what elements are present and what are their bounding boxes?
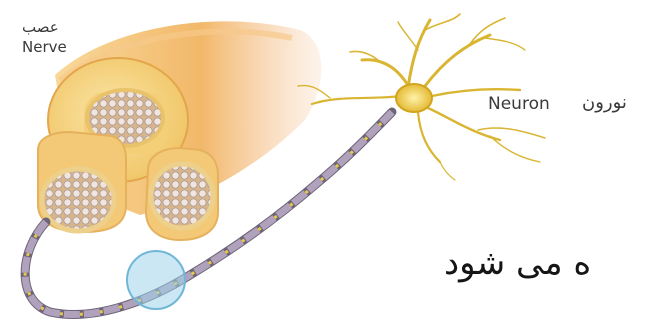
nerve-label-persian: عصب	[22, 20, 59, 35]
fascicle-right	[146, 148, 218, 240]
caption-text: ه می شود	[444, 246, 591, 280]
fascicle-left	[38, 132, 126, 232]
nerve-label-english: Nerve	[22, 40, 67, 55]
highlight-circle	[127, 251, 185, 309]
neuron-cell-body	[396, 84, 432, 112]
neuron-label-persian: نورون	[582, 94, 627, 112]
neuron-label-english: Neuron	[488, 96, 550, 113]
